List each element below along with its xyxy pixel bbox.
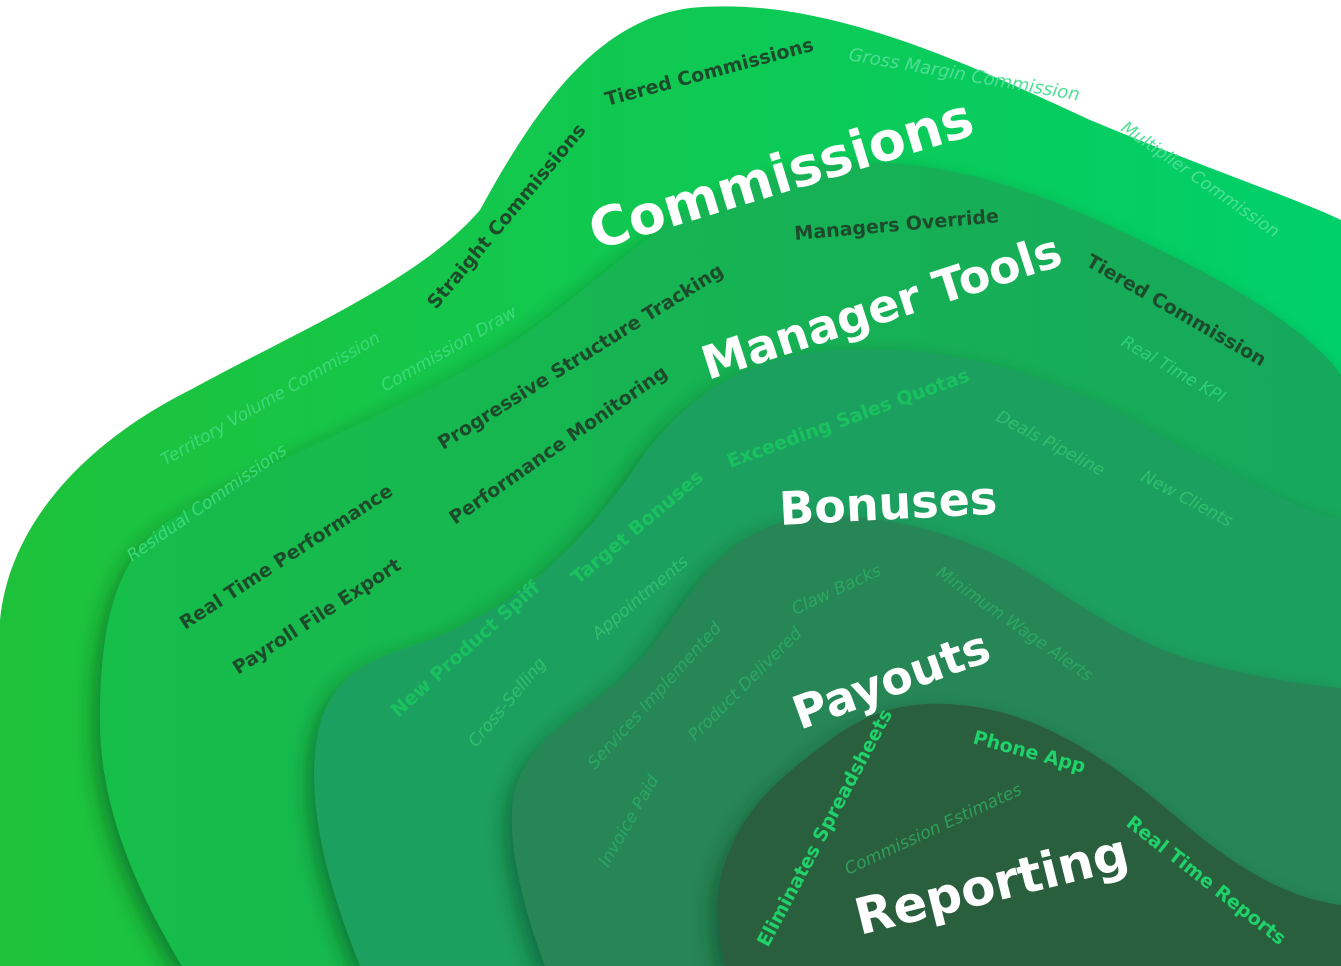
layer-title-bonuses: Bonuses <box>778 471 999 536</box>
layer-reporting <box>718 703 1341 966</box>
